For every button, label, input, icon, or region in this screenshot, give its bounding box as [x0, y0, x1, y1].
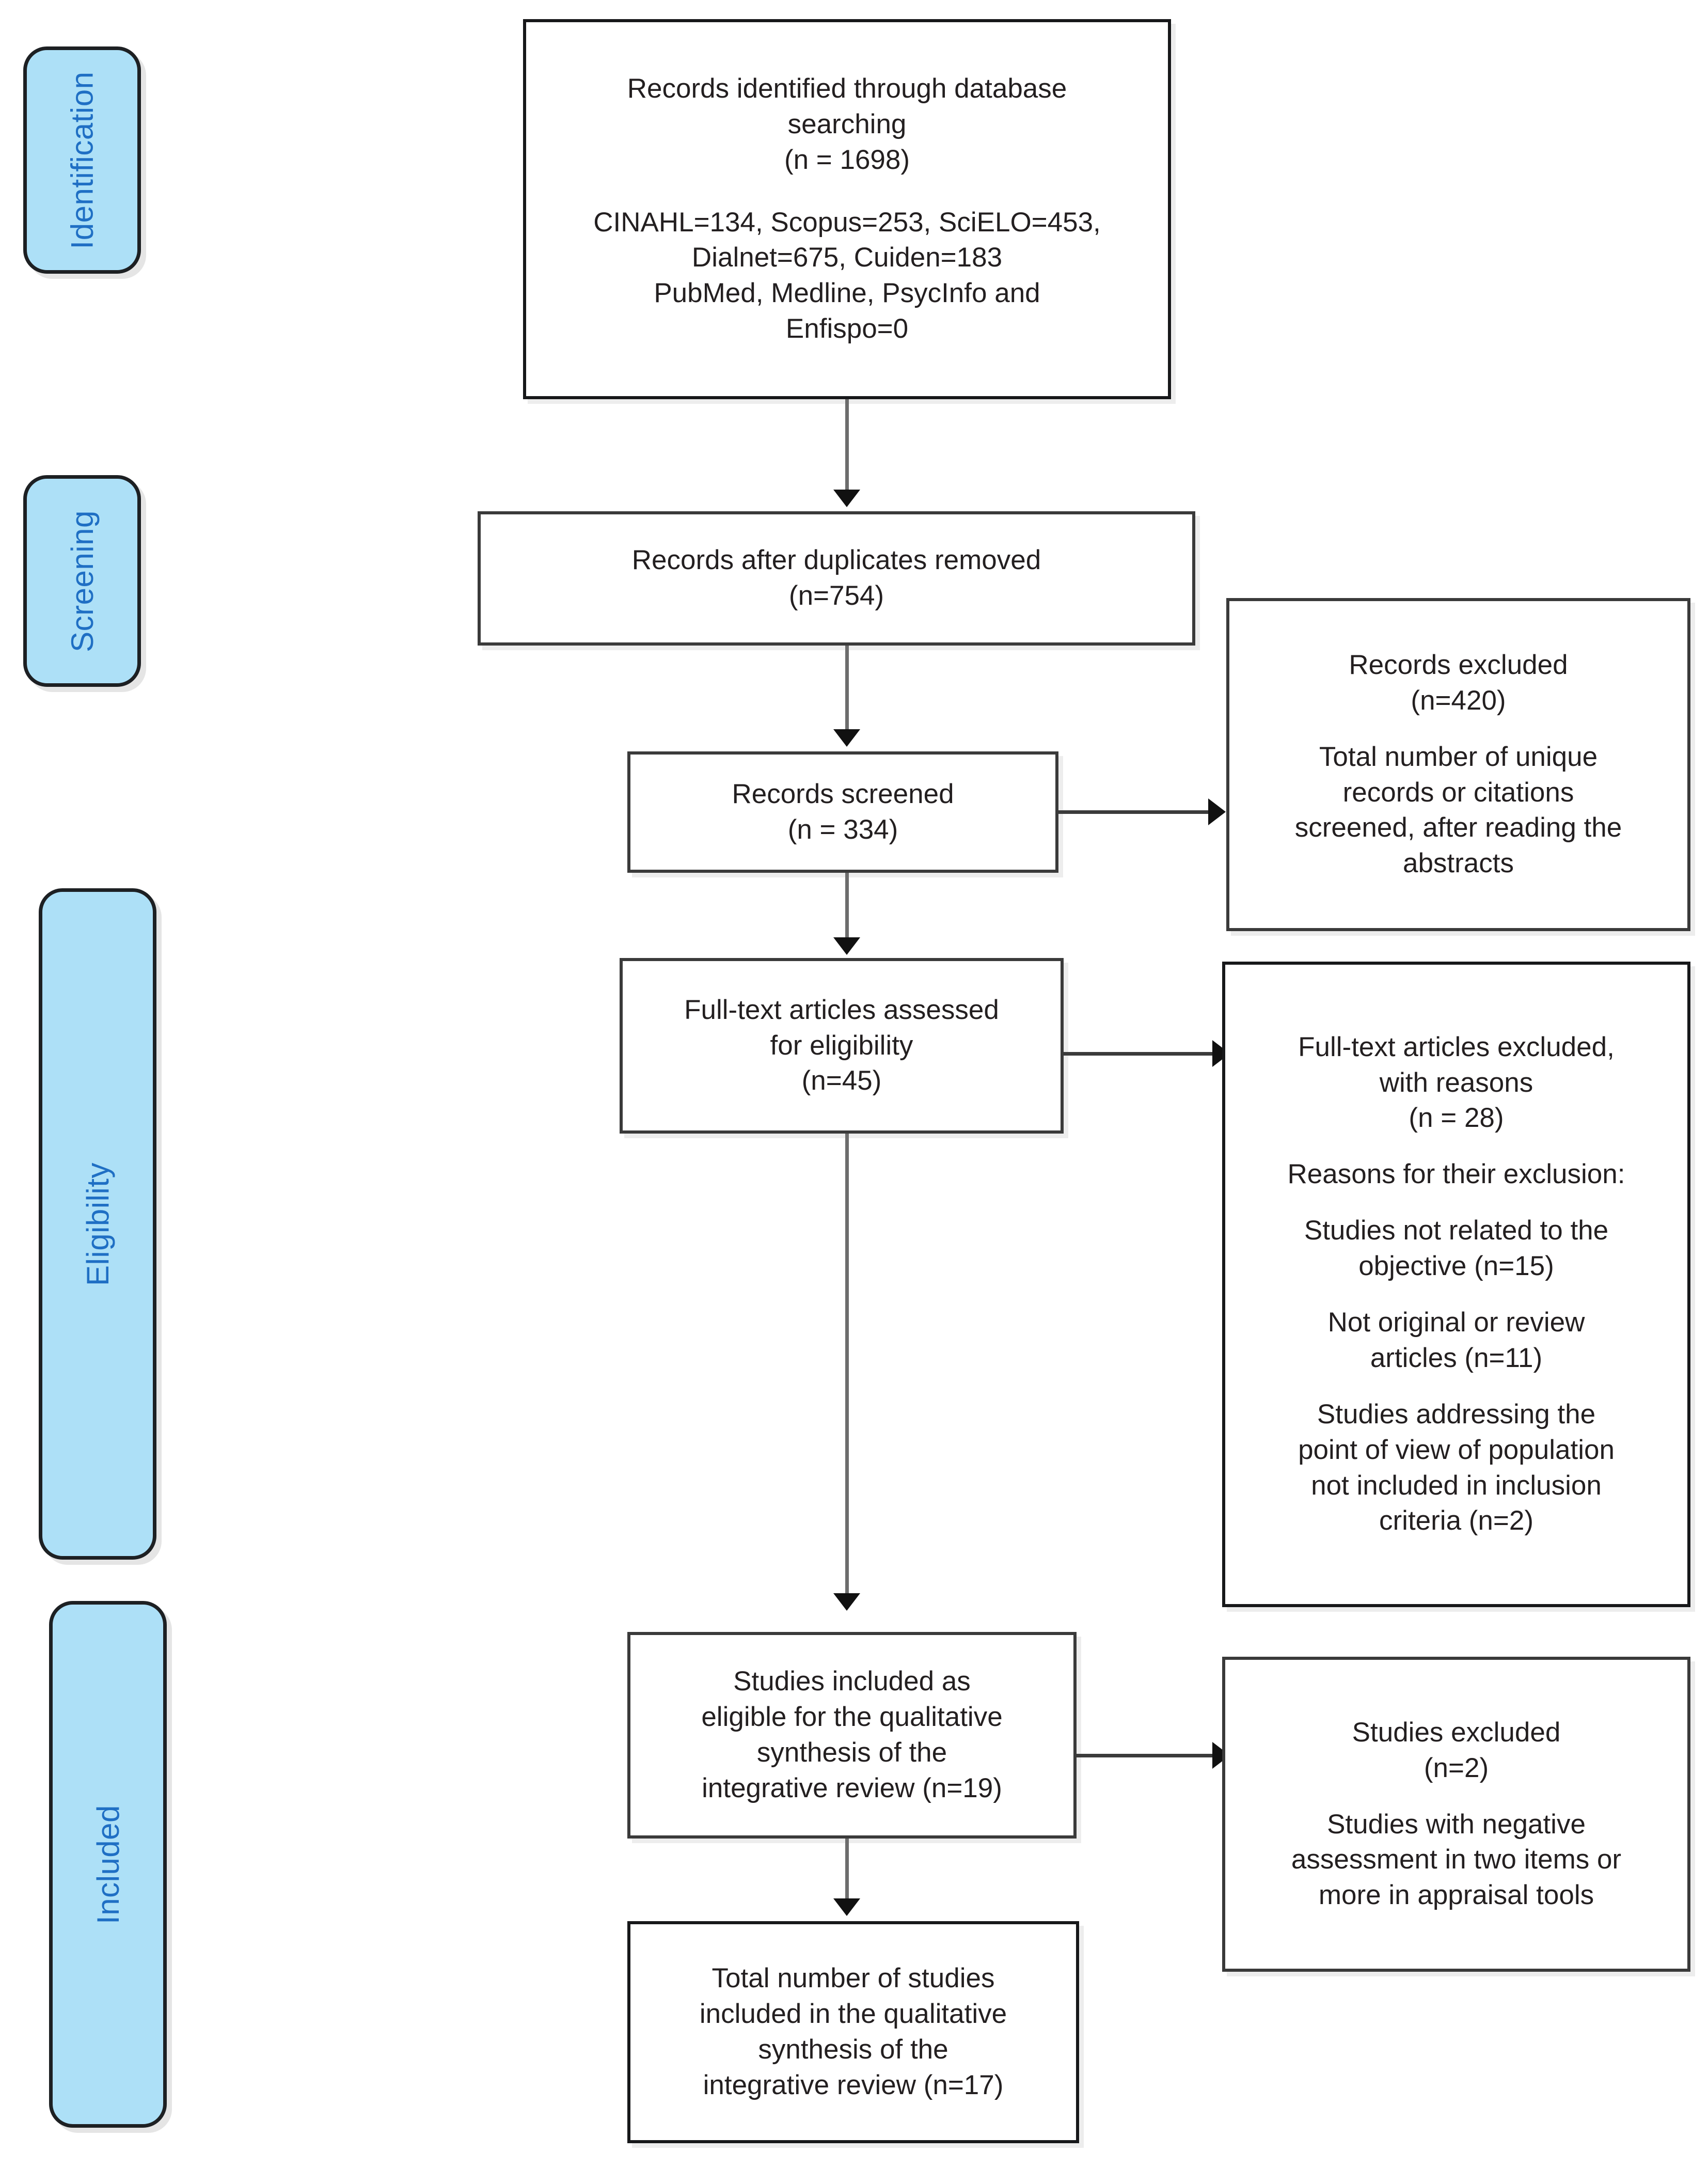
box-total-included: Total number of studies included in the …: [627, 1921, 1079, 2143]
records-identified-line-7: Enfispo=0: [785, 313, 909, 344]
fulltext-excluded-line-4: Reasons for their exclusion:: [1287, 1159, 1625, 1190]
studies-excluded-line-3: Studies with negative: [1327, 1809, 1586, 1840]
fulltext-assessed-line-2: for eligibility: [770, 1030, 913, 1061]
connector-identified-to-duplicates: [845, 399, 849, 492]
total-included-line-3: synthesis of the: [758, 2034, 948, 2065]
records-excluded-line-3: Total number of unique: [1319, 741, 1598, 772]
box-records-screened: Records screened (n = 334): [627, 751, 1058, 873]
records-identified-line-2: searching: [787, 108, 907, 139]
fulltext-excluded-line-7: Not original or review: [1327, 1307, 1585, 1338]
stage-eligibility: Eligibility: [39, 888, 156, 1560]
fulltext-excluded-line-10: point of view of population: [1298, 1434, 1615, 1465]
records-identified-line-3: (n = 1698): [784, 144, 910, 175]
fulltext-excluded-line-9: Studies addressing the: [1317, 1399, 1596, 1429]
duplicates-removed-line-1: Records after duplicates removed: [631, 545, 1041, 576]
fulltext-excluded-line-3: (n = 28): [1409, 1103, 1504, 1134]
fulltext-excluded-line-5: Studies not related to the: [1304, 1215, 1609, 1246]
connector-included-to-total: [845, 1839, 849, 1900]
records-screened-line-2: (n = 334): [787, 814, 898, 845]
fulltext-excluded-line-11: not included in inclusion: [1311, 1470, 1602, 1501]
fulltext-excluded-line-8: articles (n=11): [1370, 1342, 1543, 1373]
total-included-line-1: Total number of studies: [711, 1963, 995, 1994]
arrow-included-to-total: [833, 1898, 860, 1916]
box-records-excluded: Records excluded (n=420) Total number of…: [1226, 598, 1690, 931]
studies-excluded-line-2: (n=2): [1424, 1752, 1489, 1783]
connector-duplicates-to-screened: [845, 646, 849, 731]
box-fulltext-excluded: Full-text articles excluded, with reason…: [1222, 962, 1690, 1607]
stage-included: Included: [49, 1601, 167, 2128]
stage-label-included: Included: [90, 1804, 125, 1924]
box-studies-included: Studies included as eligible for the qua…: [627, 1632, 1077, 1839]
total-included-line-4: integrative review (n=17): [703, 2069, 1004, 2100]
records-excluded-line-4: records or citations: [1342, 777, 1574, 808]
records-excluded-line-5: screened, after reading the: [1294, 812, 1622, 843]
records-screened-line-1: Records screened: [732, 778, 954, 809]
connector-assessed-to-fulltext-excluded: [1064, 1052, 1219, 1056]
fulltext-excluded-line-6: objective (n=15): [1358, 1251, 1554, 1282]
connector-fulltext-to-included: [845, 1134, 849, 1596]
stage-label-identification: Identification: [65, 71, 100, 249]
stage-screening: Screening: [23, 475, 141, 687]
studies-included-line-3: synthesis of the: [756, 1737, 947, 1768]
arrow-screened-to-records-excluded: [1208, 798, 1226, 825]
records-identified-line-4: CINAHL=134, Scopus=253, SciELO=453,: [593, 207, 1101, 238]
box-duplicates-removed: Records after duplicates removed (n=754): [478, 511, 1195, 646]
box-studies-excluded: Studies excluded (n=2) Studies with nega…: [1222, 1657, 1690, 1972]
records-excluded-line-2: (n=420): [1411, 685, 1506, 716]
records-identified-line-1: Records identified through database: [627, 73, 1067, 104]
box-records-identified: Records identified through database sear…: [523, 19, 1171, 399]
records-identified-line-6: PubMed, Medline, PsycInfo and: [654, 278, 1040, 309]
arrow-identified-to-duplicates: [833, 490, 860, 507]
studies-included-line-4: integrative review (n=19): [702, 1772, 1002, 1803]
studies-included-line-1: Studies included as: [733, 1666, 971, 1697]
studies-excluded-line-4: assessment in two items or: [1291, 1844, 1622, 1875]
stage-label-screening: Screening: [65, 510, 100, 652]
arrow-fulltext-to-included: [833, 1593, 860, 1611]
fulltext-assessed-line-1: Full-text articles assessed: [684, 994, 999, 1025]
stage-label-eligibility: Eligibility: [80, 1162, 115, 1286]
records-excluded-line-1: Records excluded: [1349, 649, 1568, 680]
fulltext-assessed-line-3: (n=45): [801, 1065, 882, 1096]
fulltext-excluded-line-1: Full-text articles excluded,: [1298, 1031, 1615, 1062]
total-included-line-2: included in the qualitative: [699, 1999, 1007, 2030]
connector-screened-to-records-excluded: [1058, 810, 1213, 814]
records-excluded-line-6: abstracts: [1402, 848, 1514, 879]
studies-excluded-line-5: more in appraisal tools: [1318, 1880, 1594, 1911]
stage-identification: Identification: [23, 46, 141, 274]
records-identified-line-5: Dialnet=675, Cuiden=183: [691, 242, 1003, 273]
studies-included-line-2: eligible for the qualitative: [701, 1702, 1003, 1733]
duplicates-removed-line-2: (n=754): [788, 580, 884, 611]
studies-excluded-line-1: Studies excluded: [1352, 1717, 1561, 1748]
arrow-screened-to-fulltext: [833, 937, 860, 955]
connector-screened-to-fulltext: [845, 873, 849, 939]
fulltext-excluded-line-2: with reasons: [1379, 1067, 1533, 1098]
box-fulltext-assessed: Full-text articles assessed for eligibil…: [620, 958, 1064, 1134]
fulltext-excluded-line-12: criteria (n=2): [1379, 1505, 1533, 1536]
arrow-duplicates-to-screened: [833, 729, 860, 747]
connector-included-to-studies-excluded: [1077, 1754, 1219, 1757]
